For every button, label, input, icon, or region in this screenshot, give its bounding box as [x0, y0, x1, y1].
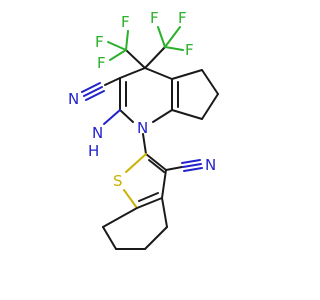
- bond-c7-c7a: [171, 109, 203, 120]
- bond-c7a-n1: [152, 109, 173, 123]
- atom-fluorine-4: F: [150, 9, 159, 27]
- bond-cf3b-f1: [157, 26, 166, 48]
- bond-th-c3-cn: [165, 166, 183, 171]
- bond-cf3b-f2: [164, 26, 181, 48]
- dihydropyridine-ring-bonds: [119, 67, 179, 123]
- bond-c4-cf3a: [125, 49, 146, 69]
- cyclohexane-ring-bonds: [102, 197, 168, 250]
- atom-fluorine-3: F: [121, 13, 130, 31]
- bond-th-cn-triple-b: [181, 159, 201, 164]
- cyclopentane-ring-bonds: [171, 69, 219, 120]
- bond-n1-c2: [119, 109, 134, 123]
- bond-cf3b-f3: [164, 46, 184, 51]
- bond-th-cn-triple-a: [182, 163, 202, 168]
- bond-cn-triple-c: [85, 90, 105, 101]
- bond-th-cn-triple-c: [183, 167, 203, 172]
- bond-cf3a-f2: [109, 49, 127, 61]
- bond-c4a-c5: [171, 69, 203, 80]
- bond-c2-nh2: [103, 109, 121, 125]
- atom-hydrogen-amino: H: [88, 142, 99, 160]
- molecule-structure: F F F F F F N N H N N S: [68, 9, 219, 250]
- atom-fluorine-6: F: [185, 41, 194, 59]
- bond-cn-triple-b: [81, 82, 101, 93]
- bond-th-c2-c3-double: [148, 159, 165, 173]
- bond-c4-c4a: [144, 67, 173, 80]
- bond-c6-c7: [102, 226, 117, 250]
- molecule-canvas: F F F F F F N N H N N S: [68, 9, 219, 250]
- atom-nitrogen-ring: N: [137, 119, 148, 137]
- atom-fluorine-5: F: [178, 9, 187, 27]
- bond-th-c7a-s: [123, 189, 138, 209]
- bond-cf3a-f1: [107, 41, 127, 51]
- bond-c3-cn: [104, 77, 121, 86]
- bond-cn-triple-a: [83, 86, 103, 97]
- atom-nitrogen-amino: N: [92, 124, 103, 142]
- bond-cf3a-f3: [125, 30, 129, 51]
- atom-sulfur: S: [113, 172, 123, 190]
- atom-fluorine-1: F: [95, 33, 104, 51]
- bond-th-s-c2: [125, 153, 147, 173]
- bond-th-c3a-c7a-double: [138, 192, 159, 202]
- trifluoromethyl-bonds: [107, 26, 184, 69]
- atom-nitrogen-nitrile-2: N: [205, 156, 216, 174]
- nitrile-thiophene-bonds: [165, 159, 203, 172]
- bond-n1-c2-thiophene: [142, 133, 147, 155]
- atom-nitrogen-nitrile-1: N: [68, 90, 79, 108]
- bond-c6-c7: [201, 93, 219, 120]
- bond-c7-c7a: [102, 207, 138, 228]
- thiophene-ring-bonds: [123, 153, 167, 209]
- bond-c4-c5: [144, 226, 168, 250]
- atom-fluorine-2: F: [97, 54, 106, 72]
- bond-c4-cf3b: [144, 46, 166, 69]
- bond-th-c2-c3: [145, 153, 167, 171]
- bond-c4-c3: [119, 67, 146, 79]
- atom-labels: F F F F F F N N H N N S: [68, 9, 216, 190]
- bond-c3a-c4: [161, 197, 168, 228]
- bond-th-c3a-c7a: [136, 197, 163, 209]
- bond-th-c3-c3a: [161, 169, 167, 199]
- nitrile-c3-bonds: [81, 77, 121, 101]
- bond-c5-c6: [201, 69, 219, 95]
